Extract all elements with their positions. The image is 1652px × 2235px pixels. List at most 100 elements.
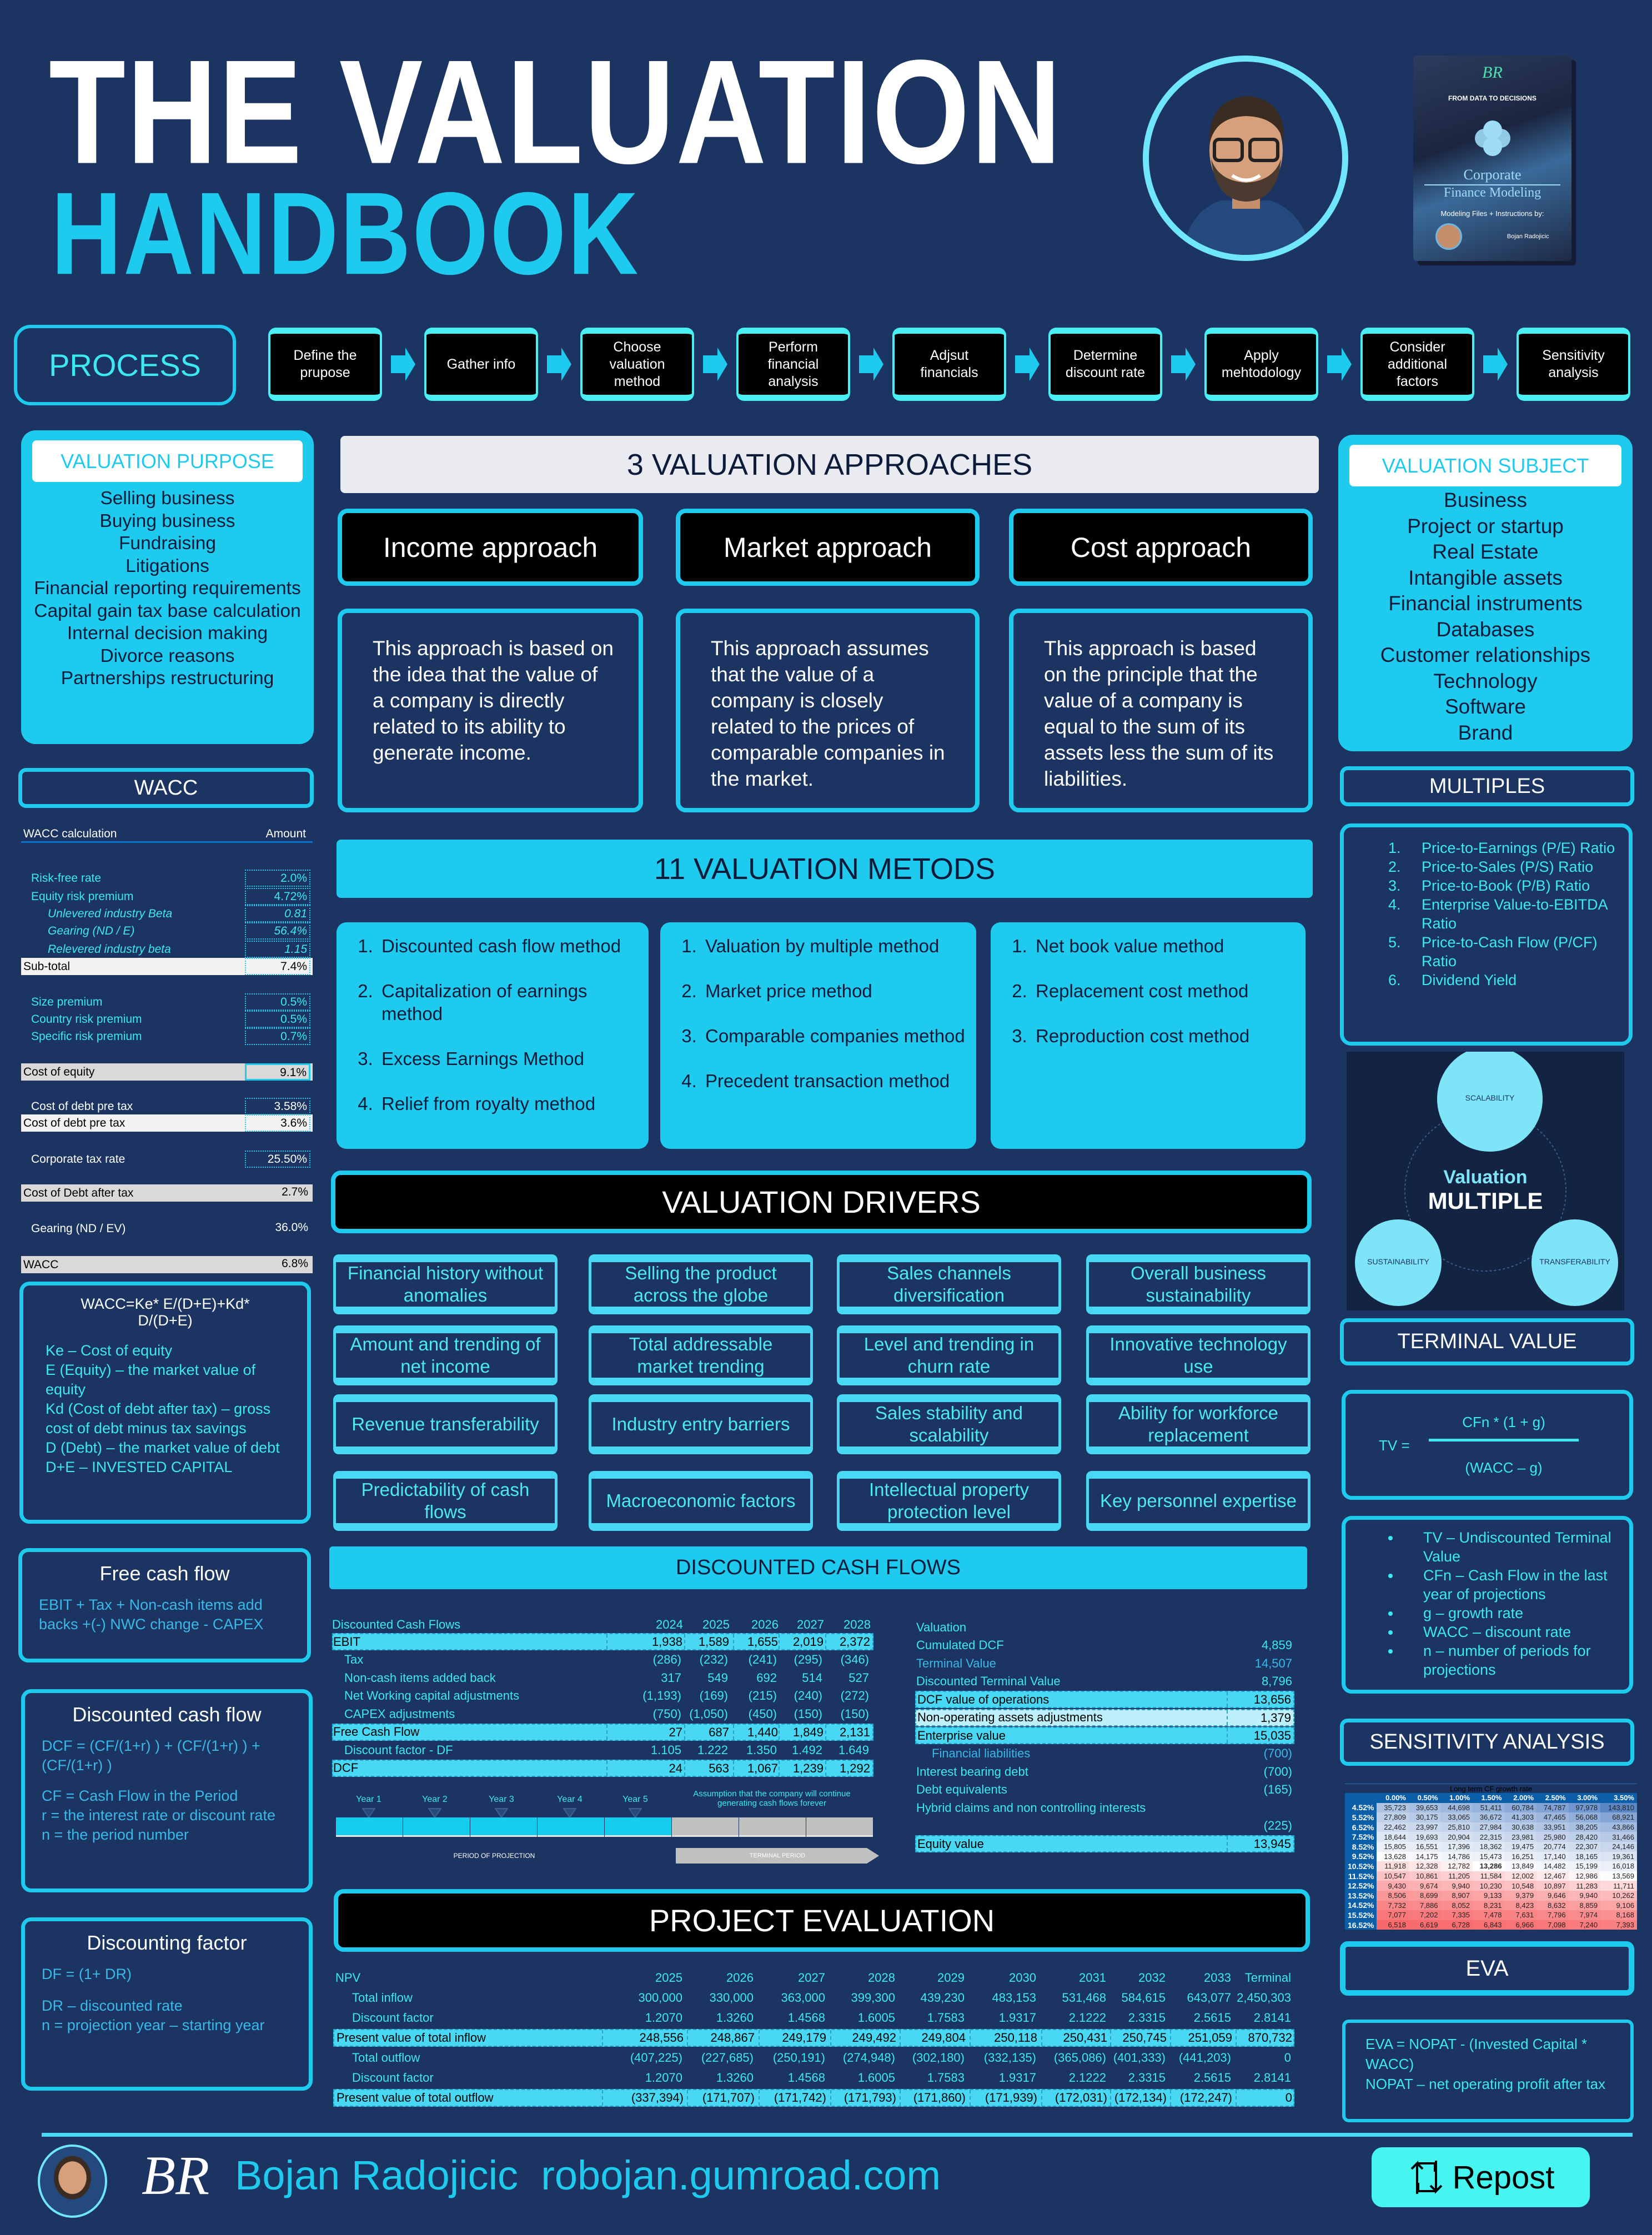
- npv-cell: (407,225): [630, 2051, 682, 2065]
- methods-title: 11 VALUATION METODS: [337, 840, 1313, 898]
- sensitivity-header-row: 0.00%0.50%1.00%1.50%2.00%2.50%3.00%3.50%: [1345, 1793, 1637, 1803]
- process-step: Consider additional factors: [1360, 328, 1474, 401]
- wacc-row-label: Cost of Debt after tax: [23, 1186, 134, 1199]
- eva-header: EVA: [1340, 1941, 1634, 1996]
- sensitivity-cell: 25,980: [1536, 1832, 1569, 1842]
- dcf-formula-title: Discounted cash flow: [72, 1703, 262, 1726]
- method-item: Comparable companies method: [702, 1024, 971, 1047]
- book-title-line1: Corporate: [1463, 167, 1522, 183]
- sensitivity-cell: 6,966: [1504, 1920, 1537, 1930]
- method-item: Valuation by multiple method: [702, 935, 971, 957]
- wacc-formula-panel: WACC=Ke* E/(D+E)+Kd* D/(D+E) Ke – Cost o…: [19, 1282, 311, 1524]
- valuation-subject-item: Software: [1444, 695, 1526, 718]
- sensitivity-cell: 19,475: [1504, 1841, 1537, 1852]
- dcf-cell: 692: [756, 1670, 777, 1685]
- driver-card: Sales channels diversification: [837, 1254, 1061, 1314]
- sensitivity-cell: 11,711: [1600, 1881, 1637, 1891]
- book-logo: BR: [1482, 63, 1503, 82]
- timeline-marker-icon: [428, 1808, 442, 1821]
- approaches-title: 3 VALUATION APPROACHES: [340, 436, 1319, 493]
- dcf-cell: 1,292: [825, 1760, 872, 1776]
- sensitivity-cell: 23,981: [1504, 1832, 1537, 1842]
- sensitivity-cell: 47,465: [1536, 1812, 1569, 1822]
- wacc-row-value: 1.15: [245, 941, 310, 958]
- sensitivity-cell: 56,068: [1568, 1812, 1601, 1822]
- npv-row: Present value of total outflow (337,394) (…: [333, 2089, 1294, 2107]
- npv-row-label: Present value of total outflow: [337, 2091, 494, 2105]
- sensitivity-discount-rate: 12.52%: [1345, 1881, 1377, 1891]
- npv-cell: (337,394): [602, 2090, 685, 2106]
- sensitivity-cell: 9,646: [1536, 1890, 1569, 1901]
- methods-group-3: Net book value methodReplacement cost me…: [991, 922, 1305, 1149]
- driver-card: Sales stability and scalability: [837, 1394, 1061, 1454]
- tv-definition: g – growth rate: [1401, 1604, 1624, 1623]
- wacc-definition: D+E – INVESTED CAPITAL: [46, 1459, 233, 1475]
- wacc-row-value: 25.50%: [245, 1151, 310, 1168]
- sensitivity-cell: 9,940: [1440, 1881, 1473, 1891]
- footer-website-link[interactable]: robojan.gumroad.com: [541, 2152, 941, 2198]
- wacc-table-header: WACC calculation Amount: [21, 827, 313, 843]
- book-subtitle: Modeling Files + Instructions by:: [1440, 209, 1544, 218]
- dcf-year: 2027: [797, 1617, 824, 1631]
- sensitivity-growth-rate: 1.00%: [1440, 1793, 1473, 1803]
- npv-cell: 249,492: [830, 2030, 898, 2046]
- valuation-subject-item: Intangible assets: [1408, 566, 1563, 589]
- sensitivity-cell: 27,984: [1473, 1822, 1505, 1832]
- tv-lhs: TV =: [1379, 1437, 1410, 1454]
- dcf-table-title: Discounted Cash Flows: [332, 1617, 461, 1631]
- process-step: Adjsut financials: [892, 328, 1006, 401]
- multiple-item: Dividend Yield: [1405, 971, 1623, 990]
- page-title: THE VALUATION: [49, 28, 1063, 195]
- process-step: Determine discount rate: [1048, 328, 1162, 401]
- npv-cell: 643,077: [1187, 1991, 1231, 2005]
- sensitivity-cell: 15,473: [1473, 1851, 1505, 1862]
- discounting-factor-title: Discounting factor: [87, 1931, 247, 1954]
- sensitivity-cell: 22,307: [1568, 1841, 1601, 1852]
- timeline-marker-icon: [361, 1808, 376, 1821]
- sensitivity-cell: 7,886: [1409, 1900, 1441, 1911]
- valuation-row-label: Hybrid claims and non controlling intere…: [916, 1800, 1146, 1815]
- valuation-row-label: Equity value: [917, 1836, 984, 1851]
- dcf-cell: (286): [652, 1653, 681, 1666]
- npv-cell: (401,333): [1113, 2051, 1166, 2065]
- npv-cell: 249,804: [900, 2030, 967, 2046]
- dcf-cell: 1.105: [650, 1742, 681, 1757]
- npv-cell: (172,134): [1110, 2090, 1168, 2106]
- driver-card: Predictability of cash flows: [333, 1471, 558, 1531]
- eva-definition: EVA = NOPAT - (Invested Capital * WACC): [1365, 2036, 1588, 2072]
- sensitivity-cell: 7,098: [1536, 1920, 1569, 1930]
- valuation-row-value: 14,507: [1254, 1656, 1292, 1670]
- repost-button[interactable]: Repost: [1372, 2147, 1590, 2207]
- sensitivity-growth-rate: 3.50%: [1600, 1793, 1637, 1803]
- portrait-image: [1182, 96, 1311, 255]
- sensitivity-cell: 27,809: [1377, 1812, 1409, 1822]
- process-step: Sensitivity analysis: [1517, 328, 1630, 401]
- npv-cell: 2.5615: [1193, 2011, 1231, 2025]
- timeline-marker-icon: [628, 1808, 642, 1821]
- wacc-row-value: 3.58%: [245, 1098, 310, 1115]
- sensitivity-cell: 8,168: [1600, 1910, 1637, 1920]
- page-subtitle: HANDBOOK: [51, 168, 640, 299]
- methods-list: Valuation by multiple methodMarket price…: [660, 935, 971, 1092]
- valuation-row-label: Interest bearing debt: [916, 1764, 1028, 1779]
- method-item: Replacement cost method: [1032, 980, 1300, 1002]
- terminal-value-definitions-panel: TV – Undiscounted Terminal ValueCFn – Ca…: [1342, 1516, 1633, 1694]
- sensitivity-cell: 39,653: [1409, 1802, 1441, 1813]
- npv-cell: 1.2070: [645, 2011, 682, 2025]
- dcf-row-label: Free Cash Flow: [333, 1725, 420, 1739]
- timeline-marker-icon: [494, 1808, 509, 1821]
- dcf-cell: 24: [606, 1760, 684, 1776]
- sensitivity-cell: 9,674: [1409, 1881, 1441, 1891]
- valuation-row-value: (225): [1263, 1819, 1292, 1832]
- method-item: Net book value method: [1032, 935, 1300, 957]
- sensitivity-cell: 11,283: [1568, 1881, 1601, 1891]
- sensitivity-cell: 6,518: [1377, 1920, 1409, 1930]
